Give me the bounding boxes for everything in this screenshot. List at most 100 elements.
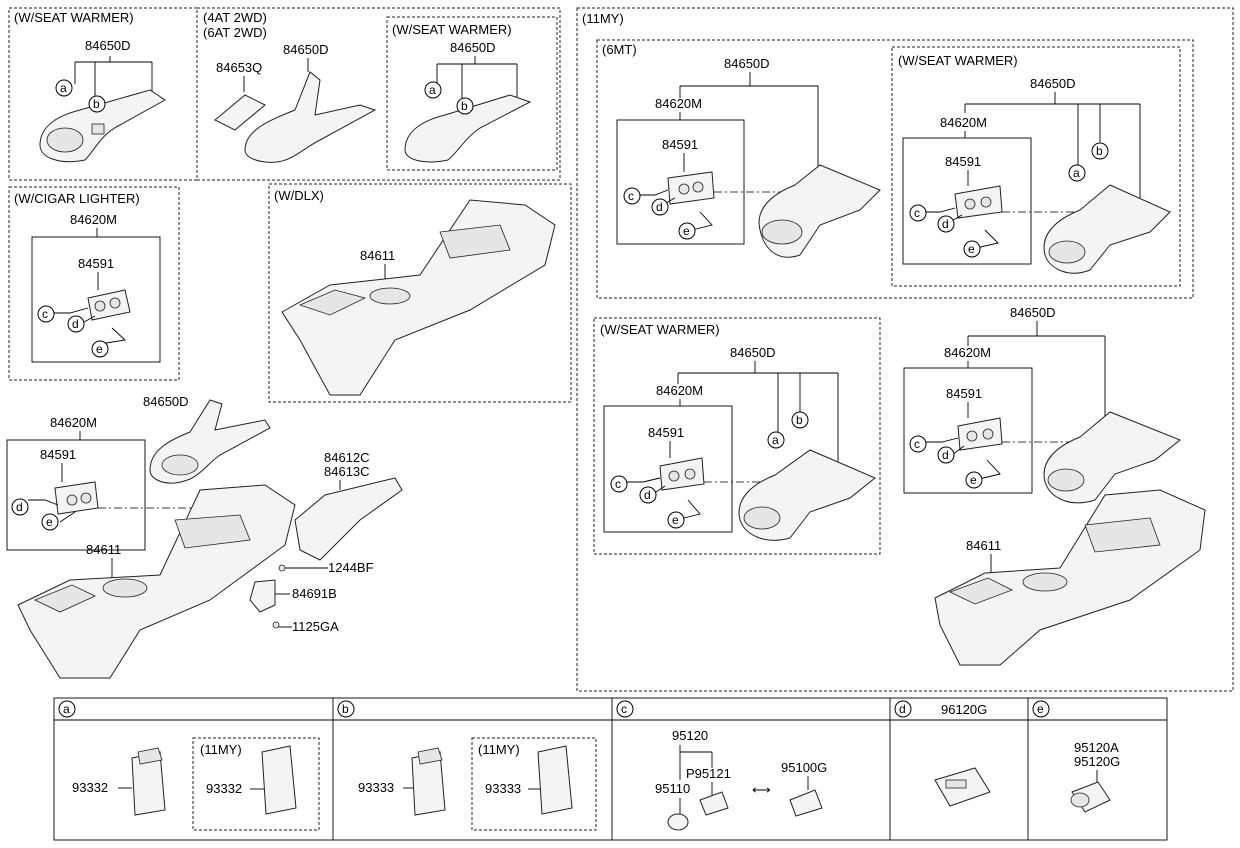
panel-11my-seat-warmer-top: (W/SEAT WARMER) 84650D a b 84620M 84591 … — [891, 46, 1181, 287]
panel-title: (W/DLX) — [274, 188, 324, 203]
legend-key: a — [63, 702, 70, 716]
floor-console-11my — [934, 489, 1206, 666]
panel-title: (W/CIGAR LIGHTER) — [14, 191, 140, 206]
part-number-95120G: 95120G — [1074, 754, 1120, 769]
part-number: 84650D — [85, 38, 131, 53]
panel-title: (W/SEAT WARMER) — [600, 322, 720, 337]
callout-d: d — [16, 500, 23, 514]
part-number: 84650D — [450, 40, 496, 55]
legend-cell-e: e 95120A 95120G — [1032, 700, 1120, 813]
screw-part-2: 1125GA — [292, 619, 339, 634]
callout-a: a — [60, 81, 67, 95]
sub-title: (11MY) — [478, 742, 520, 757]
panel-part-2: 84613C — [324, 464, 370, 479]
callout-c: c — [628, 189, 634, 203]
trim-part: 84650D — [730, 345, 776, 360]
callout-e: e — [968, 242, 975, 256]
callout-b: b — [796, 413, 803, 427]
floor-console-main — [17, 484, 296, 679]
bracket-part: 84691B — [292, 586, 337, 601]
console-part: 84611 — [360, 248, 395, 263]
panel-part-1: 84612C — [324, 450, 370, 465]
center-trim-part — [39, 89, 166, 163]
switch-part: 84591 — [945, 154, 981, 169]
console-part: 84611 — [86, 542, 121, 557]
callout-e: e — [970, 473, 977, 487]
legend-cell-d: d 96120G — [894, 700, 991, 807]
callout-e: e — [672, 513, 679, 527]
box-part: 84620M — [656, 383, 703, 398]
part-number-95100G: 95100G — [781, 760, 827, 775]
swap-arrow: ⟷ — [752, 782, 771, 797]
callout-b: b — [1096, 144, 1103, 158]
panel-seat-warmer-1: (W/SEAT WARMER) 84650D a b — [8, 7, 198, 181]
callout-c: c — [914, 206, 920, 220]
box-part: 84620M — [940, 115, 987, 130]
panel-6mt: (6MT) 84650D 84620M 84591 c d e — [596, 39, 1194, 299]
sub-part-number: 93333 — [485, 781, 521, 796]
switch-part: 84591 — [648, 425, 684, 440]
trim-part: 84650D — [1010, 305, 1056, 320]
part-number-95120A: 95120A — [1074, 740, 1119, 755]
panel-title-6at: (6AT 2WD) — [203, 25, 267, 40]
switch-part: 84591 — [40, 447, 76, 462]
panel-title: (W/SEAT WARMER) — [392, 22, 512, 37]
panel-dlx: (W/DLX) 84611 — [268, 183, 572, 403]
panel-title: (6MT) — [602, 42, 637, 57]
box-part: 84620M — [655, 96, 702, 111]
trim-part: 84650D — [724, 56, 770, 71]
panel-at-2wd: (4AT 2WD) (6AT 2WD) 84650D 84653Q — [196, 7, 561, 181]
part-number: 96120G — [941, 702, 987, 717]
callout-d: d — [72, 317, 79, 331]
callout-c: c — [42, 307, 48, 321]
callout-e: e — [96, 342, 103, 356]
callout-e: e — [683, 224, 690, 238]
legend-cell-b: b 93333 (11MY) 93333 — [337, 700, 597, 831]
callout-d: d — [942, 448, 949, 462]
legend-cell-c: c 95120 P95121 95110 ⟷ 95100G — [616, 700, 827, 831]
part-number-84653Q: 84653Q — [216, 60, 262, 75]
part-number-P95121: P95121 — [686, 766, 731, 781]
switch-part: 84591 — [946, 386, 982, 401]
part-number: 93332 — [72, 780, 108, 795]
floor-console-dlx — [281, 199, 556, 396]
part-number-84650D: 84650D — [283, 42, 329, 57]
callout-a: a — [429, 83, 436, 97]
switch-part: 84591 — [78, 256, 114, 271]
panel-title-4at: (4AT 2WD) — [203, 10, 267, 25]
panel-11my: (11MY) (6MT) 84650D 84620M 84591 c d e — [576, 7, 1234, 692]
callout-a: a — [772, 433, 779, 447]
main-assembly: 84650D 84620M 84591 d e 84611 84612C 846… — [6, 394, 403, 679]
panel-cigar-lighter: (W/CIGAR LIGHTER) 84620M 84591 c d e — [8, 186, 180, 381]
callout-a: a — [1073, 166, 1080, 180]
panel-title: (W/SEAT WARMER) — [14, 10, 134, 25]
legend-key: e — [1037, 702, 1044, 716]
panel-seat-warmer-2: (W/SEAT WARMER) 84650D a b — [386, 16, 558, 171]
callout-d: d — [942, 217, 949, 231]
part-number-95120: 95120 — [672, 728, 708, 743]
part-number-95110: 95110 — [655, 781, 690, 796]
sub-part-number: 93332 — [206, 781, 242, 796]
sub-title: (11MY) — [200, 742, 242, 757]
panel-11my-seat-warmer-bottom: (W/SEAT WARMER) 84650D a b 84620M 84591 … — [593, 317, 881, 555]
panel-title: (11MY) — [582, 11, 624, 26]
legend-key: d — [899, 702, 906, 716]
part-number: 93333 — [358, 780, 394, 795]
trim-part: 84650D — [1030, 76, 1076, 91]
console-part: 84611 — [966, 538, 1001, 553]
legend-key: c — [621, 702, 627, 716]
legend-cell-a: a 93332 (11MY) 93332 — [58, 700, 320, 831]
callout-d: d — [656, 200, 663, 214]
callout-e: e — [46, 515, 53, 529]
callout-c: c — [615, 477, 621, 491]
panel-11my-plain: 84650D 84620M 84591 c d e 84611 — [903, 305, 1206, 666]
legend-table: a 93332 (11MY) 93332 b 93333 (11MY) 9333… — [53, 697, 1168, 841]
box-part: 84620M — [70, 212, 117, 227]
box-part: 84620M — [944, 345, 991, 360]
screw-part-1: 1244BF — [328, 560, 374, 575]
callout-b: b — [461, 99, 468, 113]
panel-title: (W/SEAT WARMER) — [898, 53, 1018, 68]
trim-part: 84650D — [143, 394, 189, 409]
switch-part: 84591 — [662, 137, 698, 152]
